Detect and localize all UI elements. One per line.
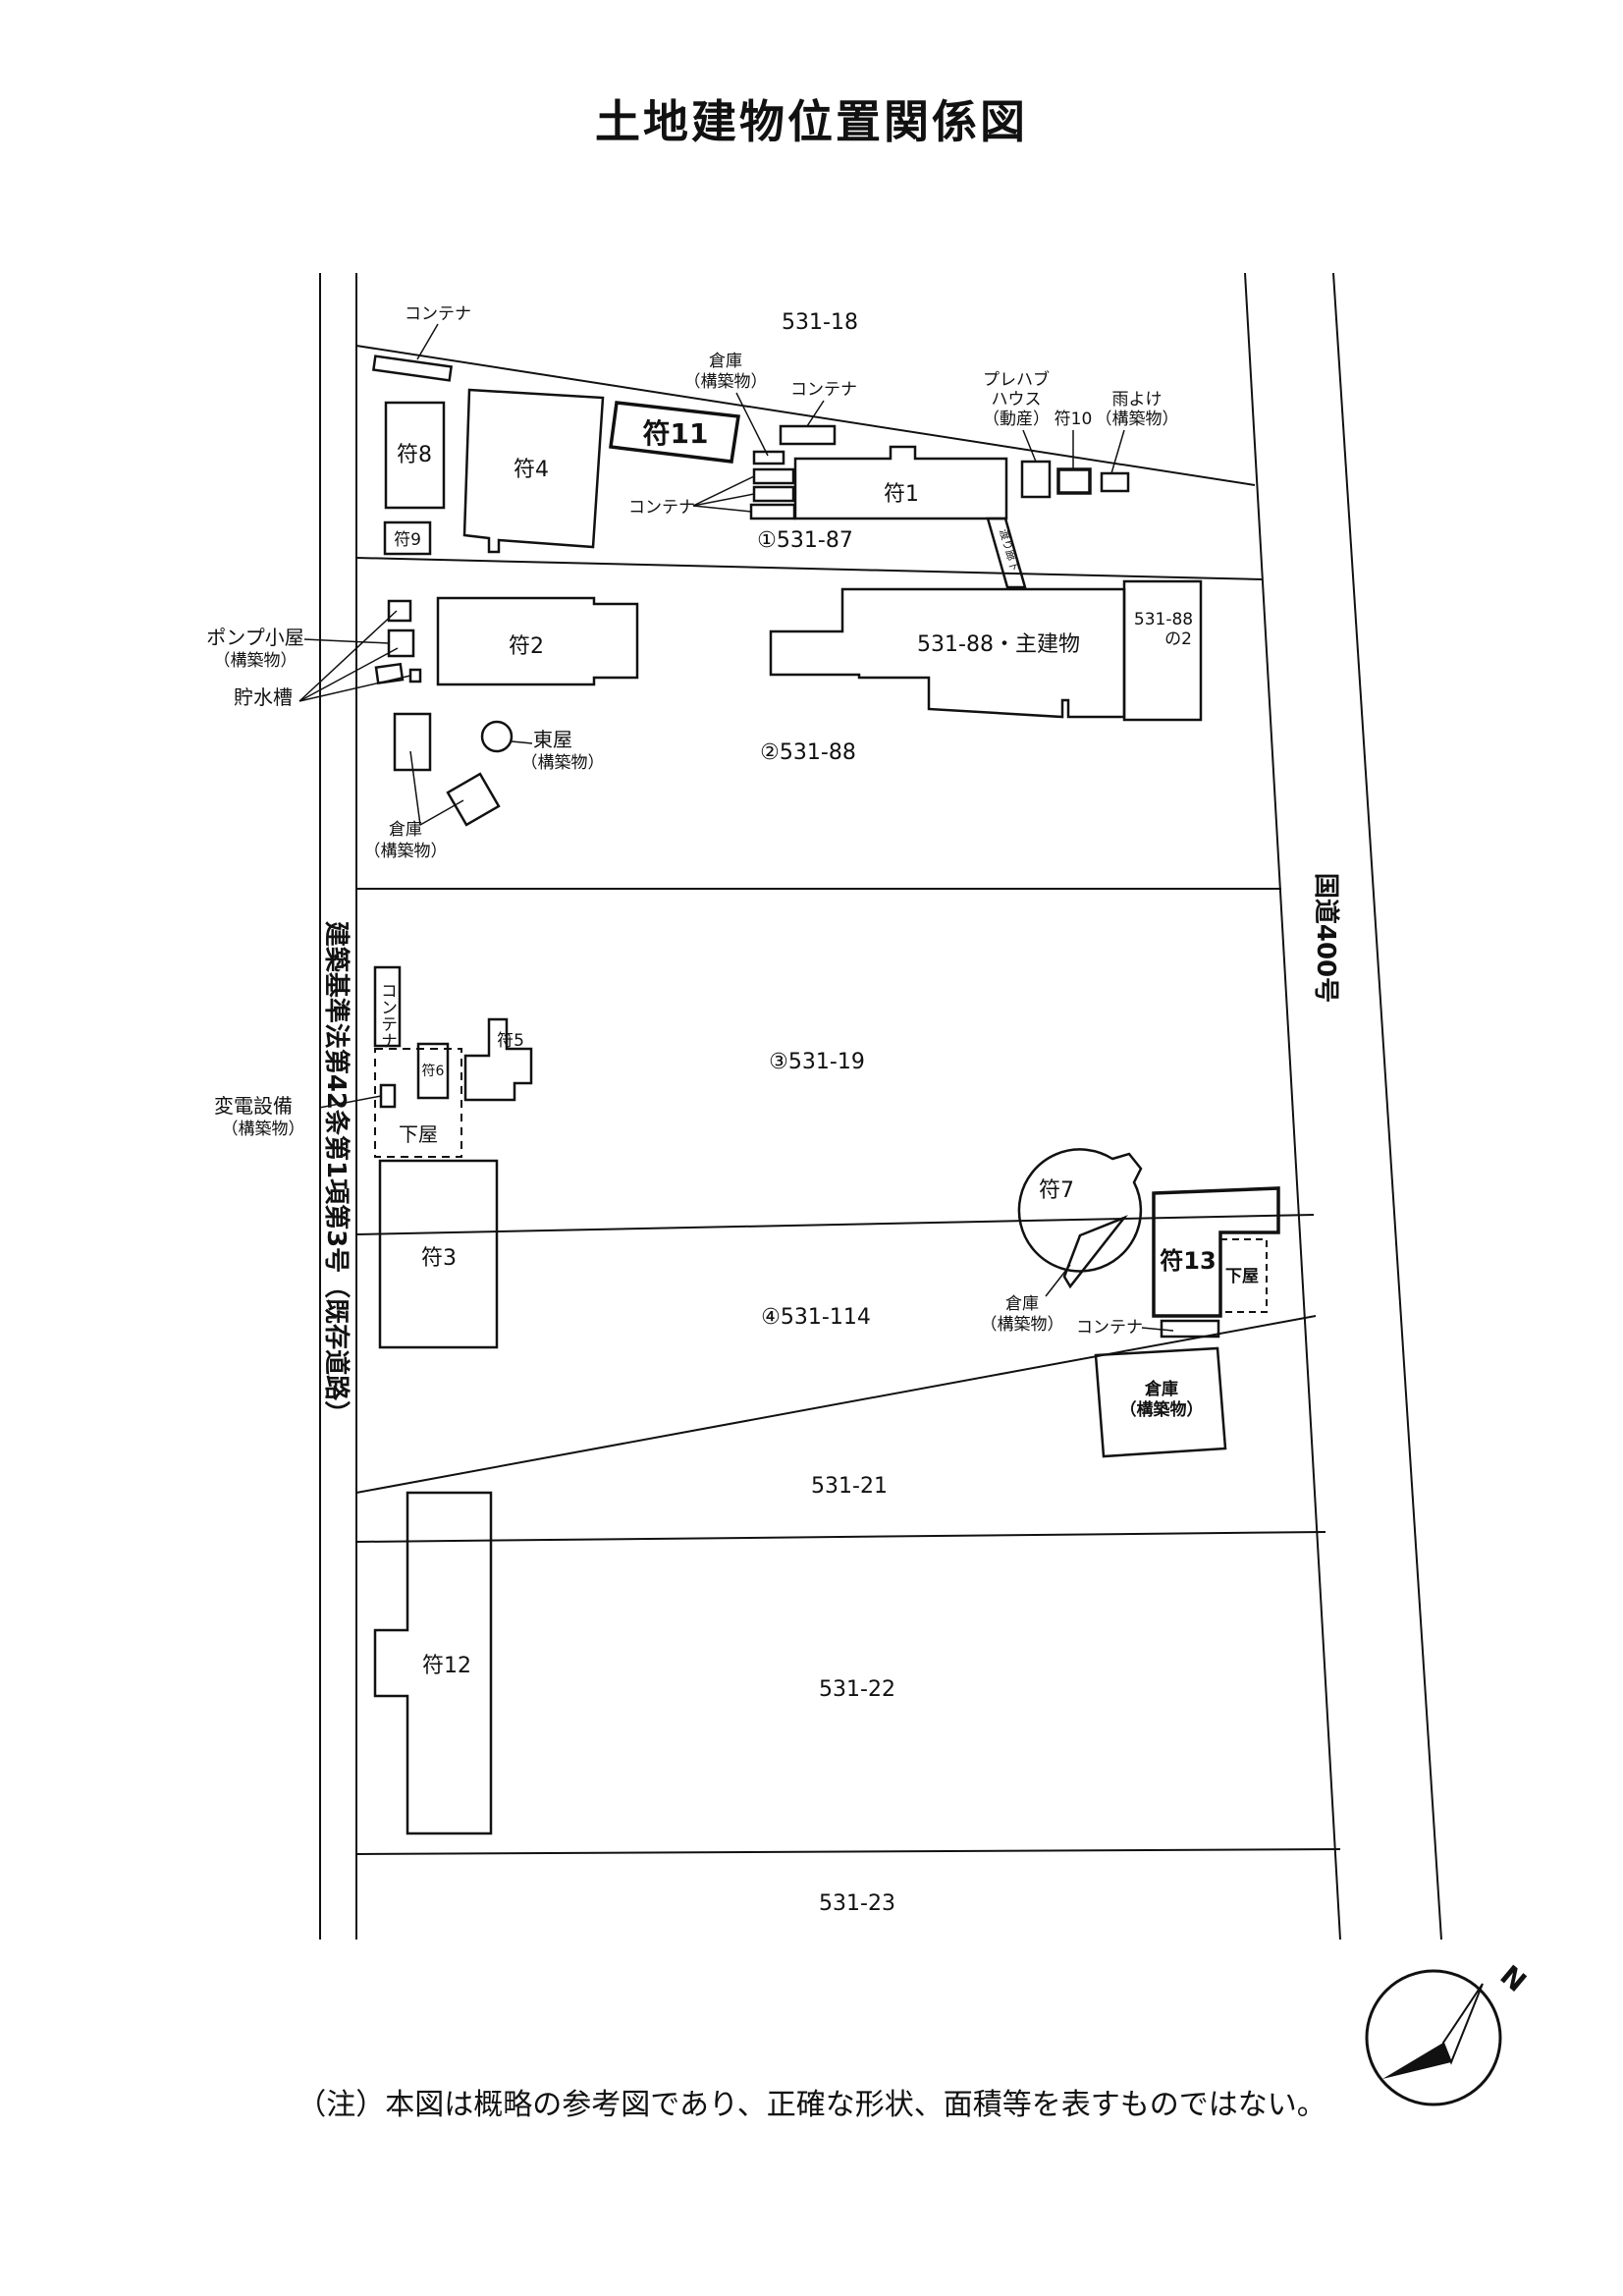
disclaimer-note: （注）本図は概略の参考図であり、正確な形状、面積等を表すものではない。 — [297, 2088, 1326, 2122]
main-building: 531-88・主建物 — [769, 587, 1126, 719]
svg-text:符11: 符11 — [643, 417, 709, 450]
annex-dashed: 下屋 — [374, 1048, 462, 1158]
warehouse-bold: 倉庫 （構築物） — [1094, 1346, 1227, 1458]
parcel-531-22: 531-22 — [819, 1677, 895, 1702]
parcel-531-18: 531-18 — [782, 310, 858, 335]
svg-text:符12: 符12 — [422, 1654, 471, 1678]
parcel-531-114: ④531-114 — [761, 1305, 871, 1330]
containers-cluster: コンテナ — [628, 467, 796, 520]
building-11: 符11 — [609, 401, 741, 464]
svg-text:（構築物）: （構築物） — [1120, 1399, 1204, 1420]
svg-text:の2: の2 — [1164, 629, 1192, 649]
svg-text:倉庫: 倉庫 — [1005, 1294, 1039, 1314]
building-6: 符6 — [416, 1042, 450, 1100]
parcel-531-88: ②531-88 — [760, 740, 856, 765]
national-road-label: 国道400号 — [1311, 873, 1341, 1003]
svg-text:コンテナ: コンテナ — [628, 498, 695, 518]
container-topleft: コンテナ — [371, 304, 471, 382]
prefab-house: プレハブ ハウス （動産） — [983, 369, 1052, 499]
parcel-531-87: ①531-87 — [757, 528, 853, 553]
svg-text:プレハブ: プレハブ — [983, 369, 1050, 390]
existing-road-label: 建築基準法第42条第1項第3号（既存道路） — [321, 921, 352, 1426]
svg-text:（動産）: （動産） — [983, 410, 1050, 429]
svg-text:（構築物）: （構築物） — [981, 1315, 1064, 1335]
main-building-2: 531-88 の2 — [1122, 579, 1203, 722]
warehouse-near-7: 倉庫 （構築物） — [981, 1215, 1128, 1335]
svg-text:倉庫: 倉庫 — [389, 820, 422, 840]
svg-text:（構築物）: （構築物） — [1096, 410, 1179, 429]
svg-text:符8: 符8 — [397, 443, 432, 467]
building-10: 符10 — [1055, 410, 1093, 495]
parcel-531-19: ③531-19 — [769, 1050, 865, 1074]
substation: 変電設備 （構築物） — [214, 1083, 397, 1139]
canopy: 雨よけ （構築物） — [1096, 390, 1179, 493]
svg-text:符6: 符6 — [422, 1064, 445, 1079]
container-vertical: コンテナ — [373, 965, 402, 1049]
svg-text:符1: 符1 — [884, 482, 919, 507]
svg-text:531-88・主建物: 531-88・主建物 — [917, 632, 1080, 657]
existing-road: 建築基準法第42条第1項第3号（既存道路） — [319, 273, 357, 1940]
svg-text:（構築物）: （構築物） — [364, 842, 448, 861]
svg-text:変電設備: 変電設備 — [214, 1094, 293, 1118]
svg-text:倉庫: 倉庫 — [709, 352, 742, 371]
parcel-labels: 531-18 ①531-87 ②531-88 ③531-19 ④531-114 … — [757, 310, 895, 1916]
svg-text:コンテナ: コンテナ — [405, 304, 471, 324]
container-mid-top: コンテナ — [779, 380, 857, 446]
page-title: 土地建物位置関係図 — [595, 95, 1028, 148]
svg-text:下屋: 下屋 — [399, 1122, 438, 1146]
svg-text:符2: 符2 — [509, 634, 544, 659]
svg-text:（構築物）: （構築物） — [222, 1120, 305, 1139]
building-12: 符12 — [373, 1491, 493, 1835]
svg-text:下屋: 下屋 — [1225, 1267, 1259, 1286]
building-1: 符1 — [793, 445, 1008, 520]
parcel-531-21: 531-21 — [811, 1474, 888, 1499]
gazebo: 東屋 （構築物） — [480, 720, 605, 773]
svg-text:ポンプ小屋: ポンプ小屋 — [206, 626, 303, 649]
north-label: N — [1494, 1959, 1533, 1998]
parcel-boundaries — [355, 345, 1341, 1855]
svg-text:コンテナ: コンテナ — [1076, 1318, 1143, 1338]
water-tank: 貯水槽 — [234, 610, 422, 709]
svg-text:符5: 符5 — [497, 1031, 524, 1051]
building-9: 符9 — [383, 520, 432, 556]
warehouse-left-mid: 倉庫 （構築物） — [364, 712, 501, 861]
parcel-531-23: 531-23 — [819, 1891, 895, 1916]
svg-text:531-88: 531-88 — [1134, 610, 1193, 629]
building-13: 符13 下屋 — [1152, 1186, 1280, 1318]
building-4: 符4 — [462, 388, 605, 554]
building-7: 符7 — [1017, 1148, 1143, 1273]
svg-text:雨よけ: 雨よけ — [1112, 390, 1163, 410]
national-road: 国道400号 — [1244, 272, 1442, 1941]
svg-text:ハウス: ハウス — [992, 390, 1042, 410]
svg-text:符3: 符3 — [421, 1246, 457, 1271]
svg-text:符7: 符7 — [1039, 1178, 1074, 1203]
pump-hut: ポンプ小屋 （構築物） — [206, 599, 415, 671]
svg-text:符9: 符9 — [394, 530, 421, 550]
building-2: 符2 — [436, 596, 639, 686]
svg-text:貯水槽: 貯水槽 — [234, 685, 293, 709]
container-near-13: コンテナ — [1076, 1318, 1220, 1339]
svg-text:コンテナ: コンテナ — [377, 982, 397, 1049]
svg-text:倉庫: 倉庫 — [1144, 1379, 1178, 1399]
svg-text:（構築物）: （構築物） — [214, 651, 298, 671]
svg-text:コンテナ: コンテナ — [790, 380, 857, 400]
corridor: 渡り廊下 — [986, 517, 1027, 589]
warehouse-small-top: 倉庫 （構築物） — [684, 352, 785, 465]
svg-text:東屋: 東屋 — [533, 728, 572, 751]
building-5: 符5 — [463, 1017, 533, 1102]
building-3: 符3 — [378, 1159, 499, 1349]
svg-text:符10: 符10 — [1055, 410, 1093, 429]
building-8: 符8 — [384, 401, 446, 510]
svg-text:符4: 符4 — [514, 458, 549, 482]
svg-text:符13: 符13 — [1160, 1247, 1216, 1275]
svg-text:（構築物）: （構築物） — [521, 753, 605, 773]
svg-text:（構築物）: （構築物） — [684, 372, 768, 392]
